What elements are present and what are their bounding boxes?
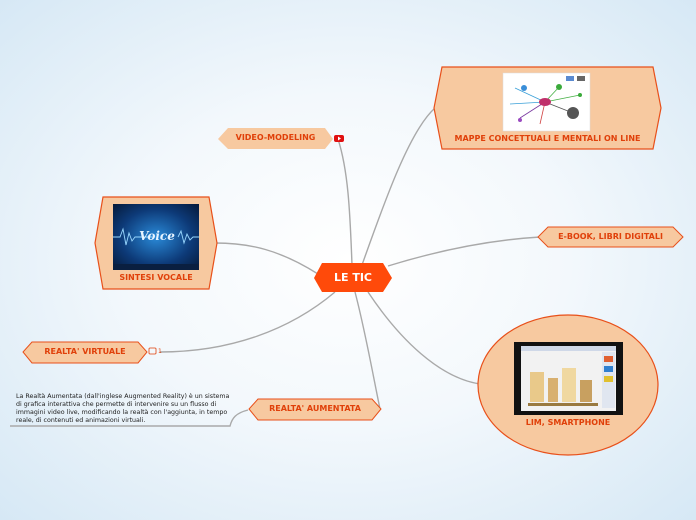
connector-mappe xyxy=(361,107,436,266)
lim-smartphone-label: LIM, SMARTPHONE xyxy=(525,418,611,427)
youtube-icon[interactable] xyxy=(334,135,344,142)
connector-sintesi xyxy=(214,242,319,275)
realta-aumentata-node[interactable] xyxy=(248,398,382,421)
realta-aumentata-note: La Realtà Aumentata (dall'inglese Augmen… xyxy=(16,393,230,424)
voice-image-word: Voice xyxy=(139,229,175,243)
sintesi-vocale-label: SINTESI VOCALE xyxy=(119,273,193,282)
video-modeling-node[interactable] xyxy=(218,128,333,149)
connectors xyxy=(10,107,541,427)
connector-realta-aumentata xyxy=(354,291,381,410)
lim-image xyxy=(514,342,623,415)
connector-note xyxy=(10,409,249,427)
connector-video-modeling xyxy=(337,138,353,266)
mappe-label: MAPPE CONCETTUALI E MENTALI ON LINE xyxy=(454,134,641,143)
center-label: LE TIC xyxy=(333,271,373,284)
mappe-image xyxy=(502,72,591,132)
comment-icon[interactable] xyxy=(148,347,157,355)
comment-count: 1 xyxy=(158,348,162,355)
voice-image xyxy=(113,204,199,270)
video-modeling-label: VIDEO-MODELING xyxy=(235,133,316,142)
ebook-label: E-BOOK, LIBRI DIGITALI xyxy=(558,232,663,241)
realta-virtuale-label: REALTA' VIRTUALE xyxy=(44,347,126,356)
center-node[interactable] xyxy=(314,263,392,292)
connector-realta-virtuale xyxy=(159,291,336,353)
connector-ebook xyxy=(387,236,541,267)
realta-aumentata-label: REALTA' AUMENTATA xyxy=(269,404,361,413)
connector-lim xyxy=(367,291,481,385)
ebook-node[interactable] xyxy=(537,226,684,248)
realta-virtuale-node[interactable] xyxy=(22,341,148,364)
